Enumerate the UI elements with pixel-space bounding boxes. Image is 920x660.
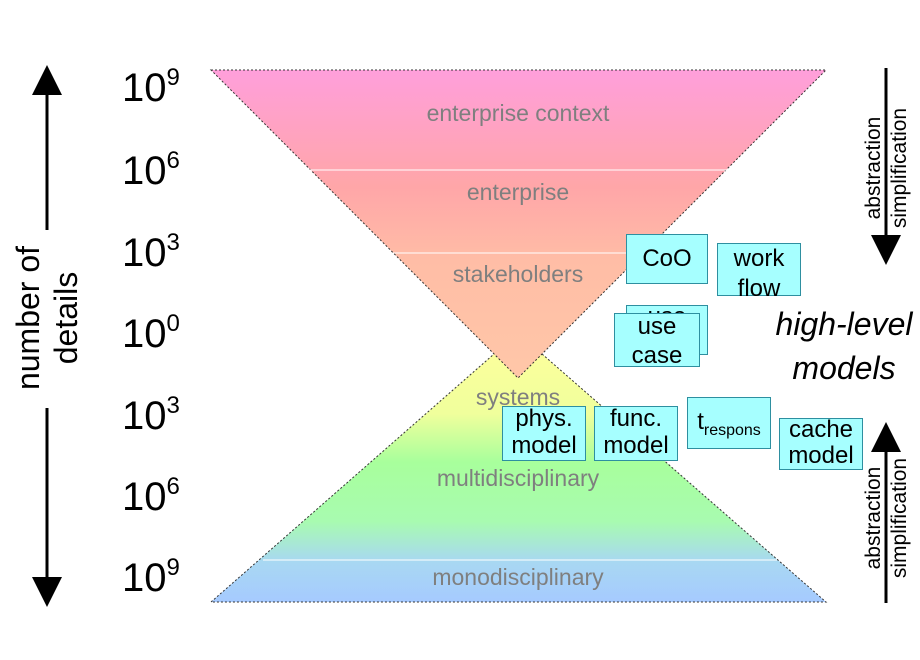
phys-model-line-1: phys. [515,405,573,432]
bottom-abstraction-label: abstraction simplification [861,458,913,578]
bottom-abstraction-line-1: abstraction [862,466,885,570]
axis-label-line-1: number of [10,245,46,391]
top-abstraction-label: abstraction simplification [861,108,913,228]
layer-monodisciplinary: monodisciplinary [432,564,604,590]
layer-multidisciplinary: multidisciplinary [436,465,600,491]
coo-label: CoO [642,245,692,272]
upper-triangle [209,69,828,379]
workflow-box: work flow [717,243,801,302]
scale-label-top-1e9: 109 [122,64,180,110]
high-level-models-label: high-level models [768,302,920,390]
scale-label-1e0: 100 [122,310,180,356]
t-response-label: trespons [697,408,761,439]
high-level-line-1: high-level [775,306,913,342]
use-case-line-2: case [631,342,683,369]
func-model-box: func. model [594,406,678,461]
layer-enterprise-context: enterprise context [426,100,610,126]
func-model-line-2: model [603,432,669,459]
top-abstraction-line-2: simplification [888,107,911,229]
t-response-box: trespons [687,397,771,449]
number-of-details-label: number of details [9,246,85,390]
cache-model-line-2: model [788,442,854,469]
scale-label-1e3: 103 [122,229,180,275]
axis-label-line-2: details [48,271,84,365]
layer-enterprise: enterprise [466,179,570,205]
func-model-line-1: func. [609,405,663,432]
phys-model-box: phys. model [502,406,586,461]
use-case-box: use case [614,313,700,369]
workflow-line-2: flow [737,275,781,302]
layer-stakeholders: stakeholders [452,261,584,287]
workflow-line-1: work [733,245,785,272]
cache-model-box: cache model [779,418,863,470]
phys-model-line-2: model [511,432,577,459]
cache-model-line-1: cache [788,416,854,443]
scale-label-lower-1e3: 103 [122,392,180,438]
use-case-line-1: use [637,313,677,340]
coo-box: CoO [626,234,708,284]
scale-label-bottom-1e9: 109 [122,554,180,600]
high-level-line-2: models [792,350,896,386]
t-response-base: t [697,408,704,435]
lower-triangle [209,332,828,603]
scale-label-1e6: 106 [122,147,180,193]
layer-systems: systems [475,384,561,410]
bottom-abstraction-line-2: simplification [888,457,911,579]
t-response-sub: respons [703,421,761,439]
top-abstraction-line-1: abstraction [862,116,885,220]
scale-label-lower-1e6: 106 [122,473,180,519]
